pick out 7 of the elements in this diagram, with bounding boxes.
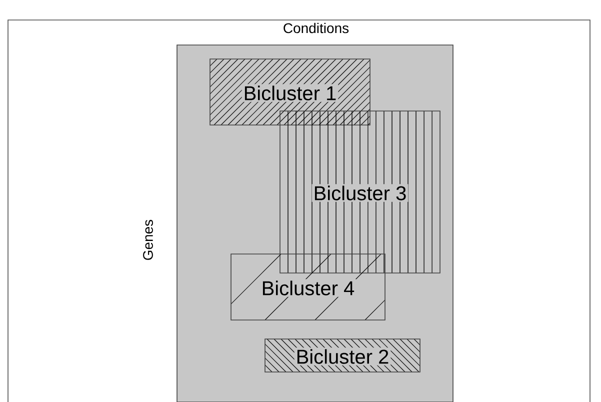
hatched-box: Bicluster 3 [280, 110, 440, 274]
hatched-box: Bicluster 1 [210, 58, 370, 126]
axis-label: Genes [143, 220, 153, 260]
matrix-box [176, 44, 454, 402]
hatched-box: Bicluster 2 [264, 338, 420, 372]
hatched-box: Bicluster 4 [230, 254, 386, 320]
axis-label: Conditions [284, 22, 349, 34]
